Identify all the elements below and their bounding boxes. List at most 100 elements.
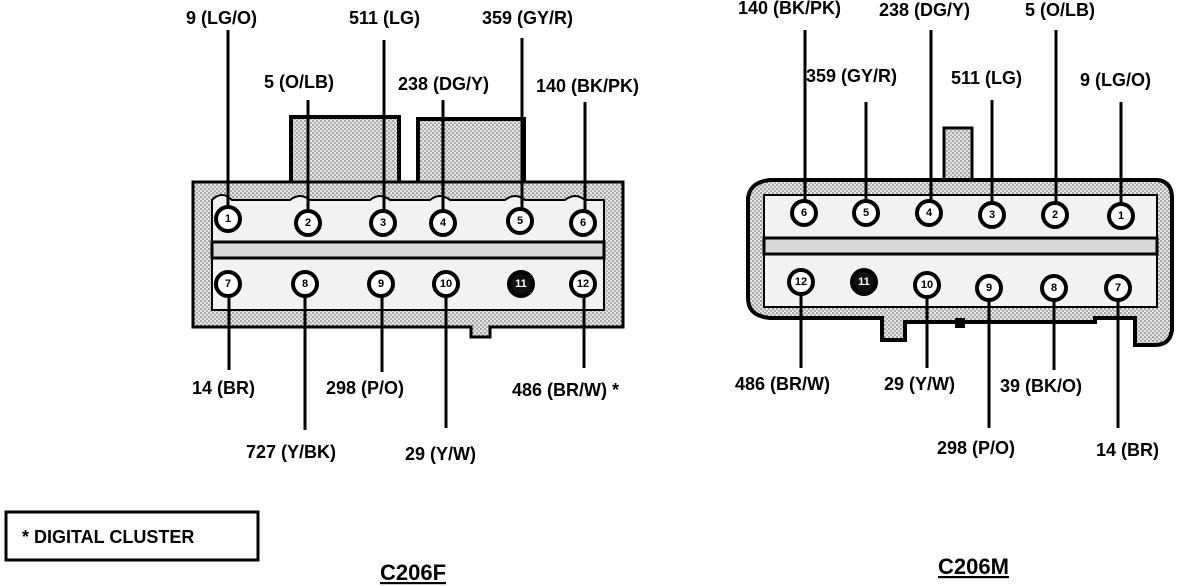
- c206f-wire-label-pin-6: 140 (BK/PK): [536, 76, 639, 96]
- c206m-wire-label-pin-2: 5 (O/LB): [1025, 0, 1095, 20]
- c206m-pin-12: 12: [787, 268, 815, 296]
- c206m-pin-10-circle: [913, 271, 941, 299]
- c206m-pin-5: 5: [852, 199, 880, 227]
- c206m-pin-10: 10: [913, 271, 941, 299]
- c206m-pin-9: 9: [975, 274, 1003, 302]
- c206f-pin-4-number: 4: [440, 217, 447, 229]
- c206m-pin-3-number: 3: [989, 209, 995, 221]
- c206f-center-rib: [210, 240, 606, 260]
- c206m-pin-8-circle: [1040, 274, 1068, 302]
- c206m-pin-9-number: 9: [986, 282, 992, 294]
- note-box: [4, 510, 260, 562]
- c206m-pin-1-number: 1: [1118, 210, 1124, 222]
- c206f-latch-right: [416, 117, 526, 185]
- c206f-pin-3: 3: [369, 209, 397, 237]
- note-text: * DIGITAL CLUSTER: [22, 527, 194, 547]
- c206m-wire-label-pin-7: 14 (BR): [1096, 440, 1159, 460]
- c206m-pin-7: 7: [1104, 274, 1132, 302]
- c206m-pin-11-number: 11: [858, 276, 870, 288]
- c206m-pin-4: 4: [915, 199, 943, 227]
- c206m-pin-2-circle: [1041, 201, 1069, 229]
- c206m-wire-label-pin-10: 29 (Y/W): [884, 374, 955, 394]
- c206m-pin-12-circle: [787, 268, 815, 296]
- c206m-wire-label-pin-5: 359 (GY/R): [806, 66, 897, 86]
- c206m-wire-label-pin-6: 140 (BK/PK): [738, 0, 841, 18]
- c206m-pin-1: 1: [1107, 202, 1135, 230]
- c206f-pin-9: 9: [367, 270, 395, 298]
- c206f-pin-9-circle: [367, 270, 395, 298]
- c206f-wire-label-pin-8: 727 (Y/BK): [246, 442, 336, 462]
- c206f-pin-11: 11: [507, 270, 535, 298]
- c206f-pin-1-number: 1: [225, 213, 231, 225]
- c206m-connector-body: [746, 126, 1174, 347]
- c206m-pin-10-number: 10: [921, 279, 933, 291]
- c206f-caption: C206F: [380, 560, 446, 585]
- c206f-wire-label-pin-5: 359 (GY/R): [482, 8, 573, 28]
- c206f-pin-6-circle: [569, 209, 597, 237]
- c206m-pin-7-circle: [1104, 274, 1132, 302]
- c206f-pin-5-number: 5: [517, 215, 523, 227]
- c206m-pin-3: 3: [978, 201, 1006, 229]
- c206m-pin-12-number: 12: [795, 276, 807, 288]
- c206f-wire-label-pin-10: 29 (Y/W): [405, 444, 476, 464]
- c206f-pin-11-number: 11: [515, 278, 527, 290]
- c206f-pin-2-circle: [294, 209, 322, 237]
- c206f-pin-3-number: 3: [380, 217, 386, 229]
- c206f-pin-6: 6: [569, 209, 597, 237]
- c206m-pin-6-circle: [790, 199, 818, 227]
- c206m-pin-11: 11: [850, 268, 878, 296]
- wire-label-layer: 9 (LG/O) 5 (O/LB) 511 (LG) 238 (DG/Y) 359 (G…: [186, 0, 1159, 464]
- c206m-center-rib: [762, 236, 1159, 256]
- c206f-pin-10-number: 10: [440, 278, 452, 290]
- c206m-key: [955, 318, 965, 328]
- c206f-pin-10: 10: [432, 270, 460, 298]
- c206f-pin-7: 7: [214, 270, 242, 298]
- c206f-pin-4: 4: [429, 209, 457, 237]
- c206f-pin-7-number: 7: [225, 278, 231, 290]
- c206m-pin-1-circle: [1107, 202, 1135, 230]
- c206m-wire-label-pin-4: 238 (DG/Y): [879, 0, 970, 20]
- c206f-pin-11-circle: [507, 270, 535, 298]
- c206m-wire-label-pin-1: 9 (LG/O): [1080, 70, 1151, 90]
- c206m-pin-4-number: 4: [926, 207, 933, 219]
- c206f-pin-7-circle: [214, 270, 242, 298]
- c206f-pin-10-circle: [432, 270, 460, 298]
- c206f-pin-9-number: 9: [378, 278, 384, 290]
- c206m-pin-2-number: 2: [1052, 209, 1058, 221]
- c206m-caption: C206M: [938, 554, 1009, 579]
- digital-cluster-note: * DIGITAL CLUSTER: [4, 510, 260, 562]
- c206m-pin-6: 6: [790, 199, 818, 227]
- c206f-wire-label-pin-1: 9 (LG/O): [186, 8, 257, 28]
- c206f-pin-5: 5: [506, 207, 534, 235]
- c206f-connector-body: [191, 115, 625, 339]
- c206m-pin-8: 8: [1040, 274, 1068, 302]
- c206m-pin-11-circle: [850, 268, 878, 296]
- c206m-latch: [942, 126, 974, 186]
- c206f-pin-3-circle: [369, 209, 397, 237]
- c206f-pin-2-number: 2: [305, 217, 311, 229]
- c206f-wire-label-pin-7: 14 (BR): [192, 378, 255, 398]
- c206f-pin-12-number: 12: [577, 278, 589, 290]
- c206m-pin-9-circle: [975, 274, 1003, 302]
- c206f-wire-label-pin-12: 486 (BR/W) *: [512, 380, 619, 400]
- c206m-pin-2: 2: [1041, 201, 1069, 229]
- c206m-pin-7-number: 7: [1115, 282, 1121, 294]
- c206f-pin-8: 8: [291, 270, 319, 298]
- c206f-wire-label-pin-3: 511 (LG): [349, 8, 420, 28]
- c206m-pin-5-number: 5: [863, 207, 869, 219]
- c206f-pin-8-number: 8: [302, 278, 308, 290]
- c206f-pin-1: 1: [214, 205, 242, 233]
- c206m-pin-4-circle: [915, 199, 943, 227]
- c206m-wire-label-pin-9: 298 (P/O): [937, 438, 1015, 458]
- c206m-pin-3-circle: [978, 201, 1006, 229]
- c206f-pin-4-circle: [429, 209, 457, 237]
- c206f-pin-5-circle: [506, 207, 534, 235]
- c206f-pin-2: 2: [294, 209, 322, 237]
- c206f-pin-1-circle: [214, 205, 242, 233]
- leader-lines: [226, 30, 1123, 430]
- c206f-wire-label-pin-2: 5 (O/LB): [264, 72, 334, 92]
- c206m-wire-label-pin-8: 39 (BK/O): [1000, 376, 1082, 396]
- c206f-pin-12: 12: [569, 270, 597, 298]
